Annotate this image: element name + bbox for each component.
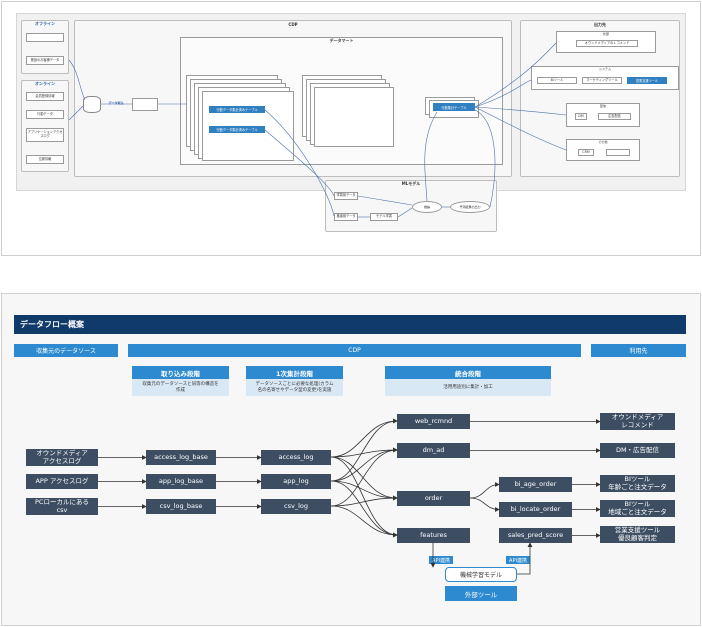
destination-item: 広告配信 xyxy=(598,113,631,120)
stage-integration-desc: 活用用途別に集計・加工 xyxy=(385,379,551,396)
external-tool-node: 外部ツール xyxy=(445,586,517,601)
log-table-node: access_log xyxy=(261,450,331,465)
destination-item: オウンドメディアのレコメンド xyxy=(576,40,638,47)
log-table-node: csv_log xyxy=(261,499,331,514)
stage-integration-header: 統合段階 xyxy=(385,366,551,379)
source-node: PCローカルにある csv xyxy=(26,498,98,515)
online-title: オンライン xyxy=(35,81,55,86)
ml-node: 学習用データ xyxy=(334,192,358,200)
stage-ingest-desc: 収集元のデータソースと同等の構造を 作成 xyxy=(132,379,229,396)
integrated-table-node: dm_ad xyxy=(397,443,470,458)
aggregated-table: 行動データ集計済みテーブル xyxy=(209,106,265,113)
destination-item: DM xyxy=(575,113,587,120)
online-item: 行動データ xyxy=(26,110,64,119)
destination-subgroup-label: その他 xyxy=(598,140,608,144)
destination-node: 営業支援ツール 優良顧客判定 xyxy=(600,526,675,543)
base-table-node: csv_log_base xyxy=(146,499,216,514)
destination-subgroup-label: 外部 xyxy=(602,32,609,36)
ingest-label: データ取込 xyxy=(108,101,124,105)
log-table-node: app_log xyxy=(261,474,331,489)
source-header: 収集元のデータソース xyxy=(14,344,118,357)
offline-item xyxy=(26,33,64,42)
destination-node: オウンドメディア レコメンド xyxy=(600,413,675,430)
behavior-aggregate-table: 行動集計テーブル xyxy=(433,103,475,111)
storage-cylinder-icon xyxy=(83,96,101,113)
destination-header: 利用先 xyxy=(591,344,686,357)
ml-node: 予測結果の出力 xyxy=(450,201,490,213)
destination-node: DM・広告配信 xyxy=(600,443,675,458)
stage-primary-header: 1次集計段階 xyxy=(246,366,343,379)
data-flow-title: データフロー概案 xyxy=(14,315,686,334)
ml-model-title: MLモデル xyxy=(401,181,421,186)
sales-pred-node: sales_pred_score xyxy=(499,528,572,543)
online-item: 会員登録情報 xyxy=(26,92,64,101)
integrated-table-node: features xyxy=(397,528,470,543)
ml-node: 推論 xyxy=(412,201,442,213)
stage-primary-desc: データソースごとに必要な処理(カラム 名の名寄せやデータ型の変更)を実施 xyxy=(246,379,343,396)
datamart-title: データマート xyxy=(329,38,354,43)
destination-subgroup-label: システム xyxy=(599,67,611,71)
integrated-table-node: web_rcmnd xyxy=(397,414,470,429)
destination-item: BIツール xyxy=(537,77,577,84)
cdp-title: CDP xyxy=(288,22,298,27)
offline-item: 施設のお客様データ xyxy=(26,56,64,65)
destination-title: 出力先 xyxy=(594,22,606,27)
destination-item xyxy=(606,149,630,156)
destination-item: マーケティングツール xyxy=(582,77,622,84)
ml-node: モデル学習 xyxy=(370,213,398,221)
table-stack-front xyxy=(314,87,394,147)
online-item: アプリケーションアクセスログ xyxy=(26,128,64,142)
offline-title: オフライン xyxy=(35,21,55,26)
order-sub-node: bi_age_order xyxy=(499,477,572,492)
destination-node: BIツール 地域ごと注文データ xyxy=(600,500,675,517)
online-item: 位置情報 xyxy=(26,155,64,164)
stage-ingest-header: 取り込み段階 xyxy=(132,366,229,379)
source-node: APP アクセスログ xyxy=(26,474,98,489)
source-node: オウンドメディア アクセスログ xyxy=(26,449,98,466)
staging-box xyxy=(132,98,158,111)
api-link-badge: API連携 xyxy=(429,556,453,564)
destination-item: CRM xyxy=(578,149,594,156)
base-table-node: app_log_base xyxy=(146,474,216,489)
integrated-table-node: order xyxy=(397,491,470,506)
top-connectors xyxy=(68,42,567,218)
aggregated-table: 行動データ集計済みテーブル xyxy=(209,126,265,133)
destination-subgroup-label: 配信 xyxy=(599,104,606,108)
cdp-header: CDP xyxy=(128,344,581,357)
api-link-badge: API連携 xyxy=(506,556,530,564)
ml-node: 推論用データ xyxy=(334,213,358,221)
destination-node: BIツール 年齢ごと注文データ xyxy=(600,475,675,492)
base-table-node: access_log_base xyxy=(146,450,216,465)
offline-group xyxy=(21,20,69,74)
destination-item: 営業支援ツール xyxy=(627,77,667,84)
order-sub-node: bi_locate_order xyxy=(499,502,572,517)
ml-model-node: 機械学習モデル xyxy=(445,567,517,582)
